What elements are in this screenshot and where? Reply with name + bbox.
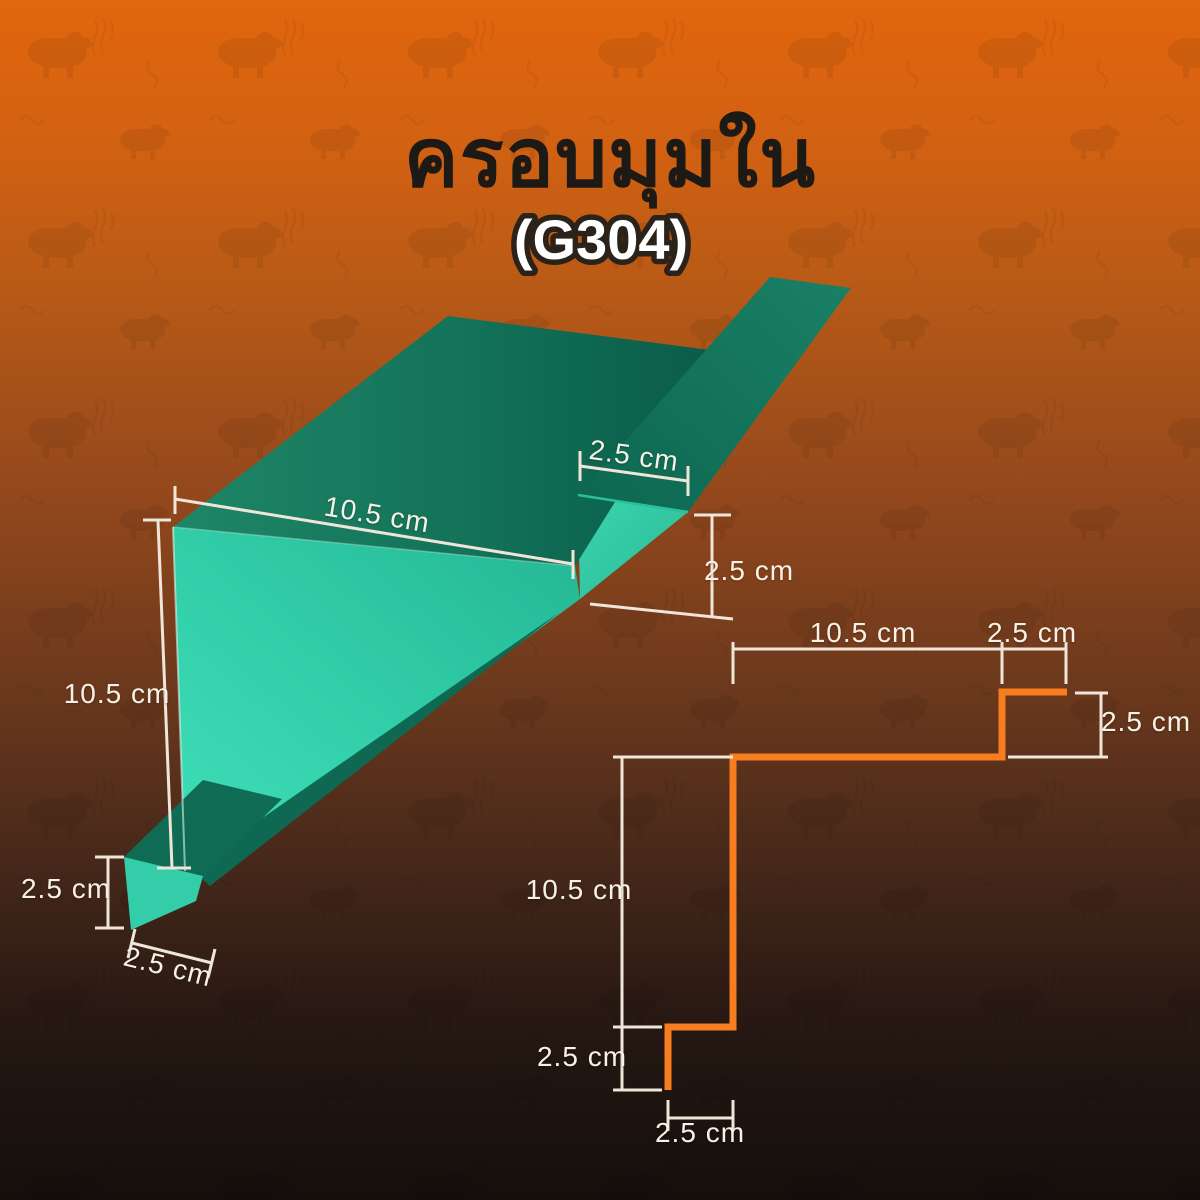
label-2d-step-height: 2.5 cm	[1100, 706, 1192, 737]
foot-front-face	[124, 857, 203, 930]
label-2d-lip-width: 2.5 cm	[986, 617, 1078, 648]
top-face	[173, 316, 710, 566]
label-3d-foot-height: 2.5 cm	[20, 873, 112, 904]
foot-top-receding-face	[190, 612, 560, 886]
dimension-lines-2d	[613, 642, 1108, 1131]
label-2d-side-height: 10.5 cm	[525, 874, 633, 905]
grade-subtitle: (G304)	[514, 208, 688, 271]
foot-top-face	[124, 780, 282, 876]
lip-face	[578, 277, 851, 512]
step-face	[578, 495, 688, 599]
label-2d-top-width: 10.5 cm	[809, 617, 917, 648]
label-3d-side-height: 10.5 cm	[63, 678, 171, 709]
label-3d-step-height: 2.5 cm	[703, 555, 795, 586]
page-title: ครอบมุมใน	[403, 113, 817, 204]
lip-front-edge	[577, 493, 689, 514]
front-face	[173, 527, 580, 876]
front-left-edge-highlight	[172, 526, 186, 872]
top-front-edge-highlight	[172, 526, 576, 567]
label-2d-foot-width: 2.5 cm	[654, 1117, 746, 1148]
flashing-3d-render	[124, 277, 851, 930]
dimension-lines-3d	[95, 451, 734, 979]
label-2d-foot-height: 2.5 cm	[536, 1041, 628, 1072]
